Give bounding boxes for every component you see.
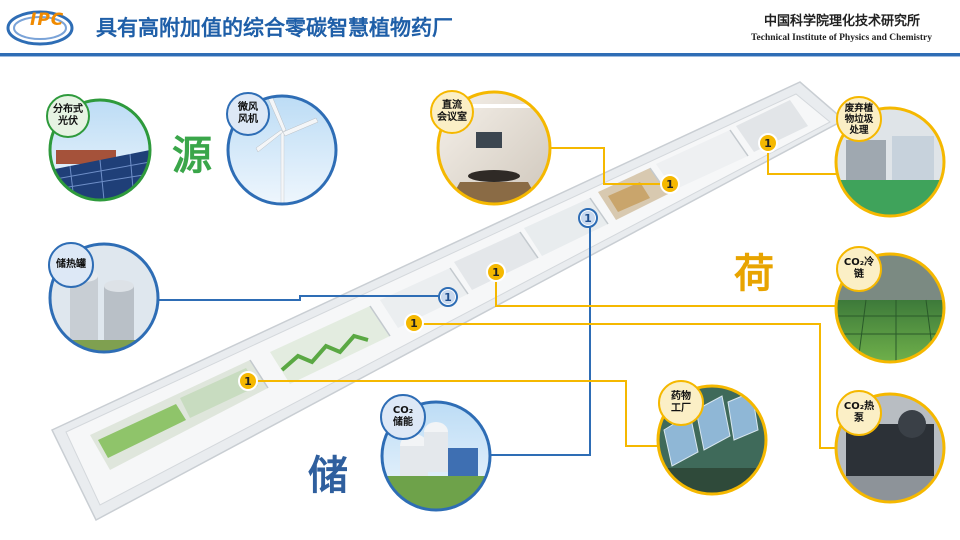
header-rule: [0, 53, 960, 56]
svg-text:1: 1: [444, 291, 452, 304]
link-meeting: [550, 147, 670, 185]
pharma-photo: [656, 384, 768, 496]
label-waste: 废弃植 物垃圾 处理: [836, 96, 882, 142]
link-waste: [767, 144, 836, 175]
label-wind: 微风 风机: [226, 92, 270, 136]
label-pharma: 药物 工厂: [658, 380, 704, 426]
marker-blue[interactable]: 1: [578, 208, 598, 228]
link-pump: [414, 323, 836, 449]
link-co2store: [490, 218, 591, 456]
markers: 1 1 1 1 1 1 1: [238, 133, 778, 391]
marker-blue[interactable]: 1: [438, 287, 458, 307]
link-tank: [156, 295, 448, 301]
label-meeting: 直流 会议室: [430, 90, 474, 134]
label-pv: 分布式 光伏: [46, 94, 90, 138]
label-tank: 储热罐: [48, 242, 94, 288]
load-label: 荷: [734, 251, 774, 297]
source-label: 源: [172, 133, 212, 179]
page-title: 具有高附加值的综合零碳智慧植物药厂: [96, 16, 453, 40]
ipc-logo: [6, 10, 74, 46]
link-cold: [495, 272, 836, 307]
header: IPC 具有高附加值的综合零碳智慧植物药厂 中国科学院理化技术研究所 Techn…: [0, 0, 960, 57]
svg-text:1: 1: [410, 317, 418, 330]
marker-yellow[interactable]: 1: [404, 313, 424, 333]
connector-lines: [156, 144, 836, 456]
svg-text:1: 1: [492, 266, 500, 279]
svg-text:1: 1: [764, 137, 772, 150]
link-pharma: [248, 380, 658, 447]
svg-text:1: 1: [244, 375, 252, 388]
label-heatpump: CO₂热 泵: [836, 390, 882, 436]
header-rule-thin: [0, 56, 960, 57]
logo-text: IPC: [30, 10, 65, 30]
marker-yellow[interactable]: 1: [758, 133, 778, 153]
institute-name-cn: 中国科学院理化技术研究所: [763, 14, 920, 29]
marker-yellow[interactable]: 1: [486, 262, 506, 282]
label-coldchain: CO₂冷 链: [836, 246, 882, 292]
svg-text:1: 1: [584, 212, 592, 225]
storage-label: 储: [308, 453, 348, 499]
label-co2storage: CO₂ 储能: [380, 394, 426, 440]
svg-text:1: 1: [666, 178, 674, 191]
marker-yellow[interactable]: 1: [238, 371, 258, 391]
marker-yellow[interactable]: 1: [660, 174, 680, 194]
institute-name-en: Technical Institute of Physics and Chemi…: [751, 33, 932, 43]
